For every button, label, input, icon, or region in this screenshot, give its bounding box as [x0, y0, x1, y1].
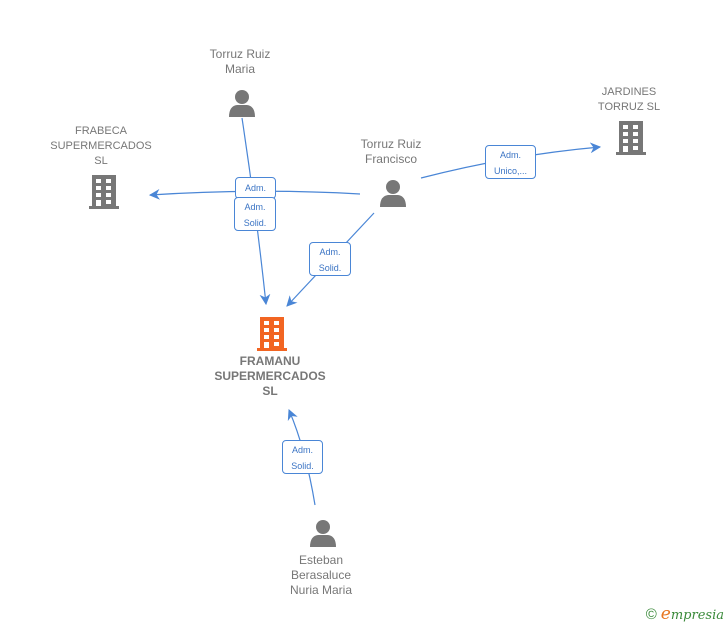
edge-label-esteban-framanu[interactable]: Adm. Solid. — [282, 440, 323, 474]
empresia-logo: empresia — [660, 604, 724, 624]
person-icon[interactable] — [308, 518, 338, 548]
node-label-torruz-ruiz-maria[interactable]: Torruz Ruiz Maria — [209, 47, 271, 76]
edge-label-francisco-frabeca[interactable]: Adm. — [235, 177, 276, 199]
person-icon[interactable] — [227, 88, 257, 118]
node-label-frabeca[interactable]: FRABECA SUPERMERCADOS SL — [50, 125, 152, 167]
copyright-icon: © — [645, 606, 657, 623]
person-icon[interactable] — [378, 178, 408, 208]
node-label-torruz-ruiz-francisco[interactable]: Torruz Ruiz Francisco — [360, 137, 422, 166]
edge-label-francisco-jardines[interactable]: Adm. Unico,... — [485, 145, 536, 179]
node-label-framanu[interactable]: FRAMANU SUPERMERCADOS SL — [214, 354, 326, 398]
building-icon[interactable] — [614, 120, 648, 156]
edge-label-francisco-framanu[interactable]: Adm. Solid. — [309, 242, 351, 276]
main-company-building-icon[interactable] — [255, 316, 289, 352]
node-label-esteban-berasaluce[interactable]: Esteban Berasaluce Nuria Maria — [289, 553, 352, 597]
building-icon[interactable] — [87, 174, 121, 210]
edge-label-maria-framanu[interactable]: Adm. Solid. — [234, 197, 276, 231]
footer-brand: ©empresia — [646, 604, 724, 624]
node-label-jardines-torruz[interactable]: JARDINES TORRUZ SL — [597, 86, 661, 113]
